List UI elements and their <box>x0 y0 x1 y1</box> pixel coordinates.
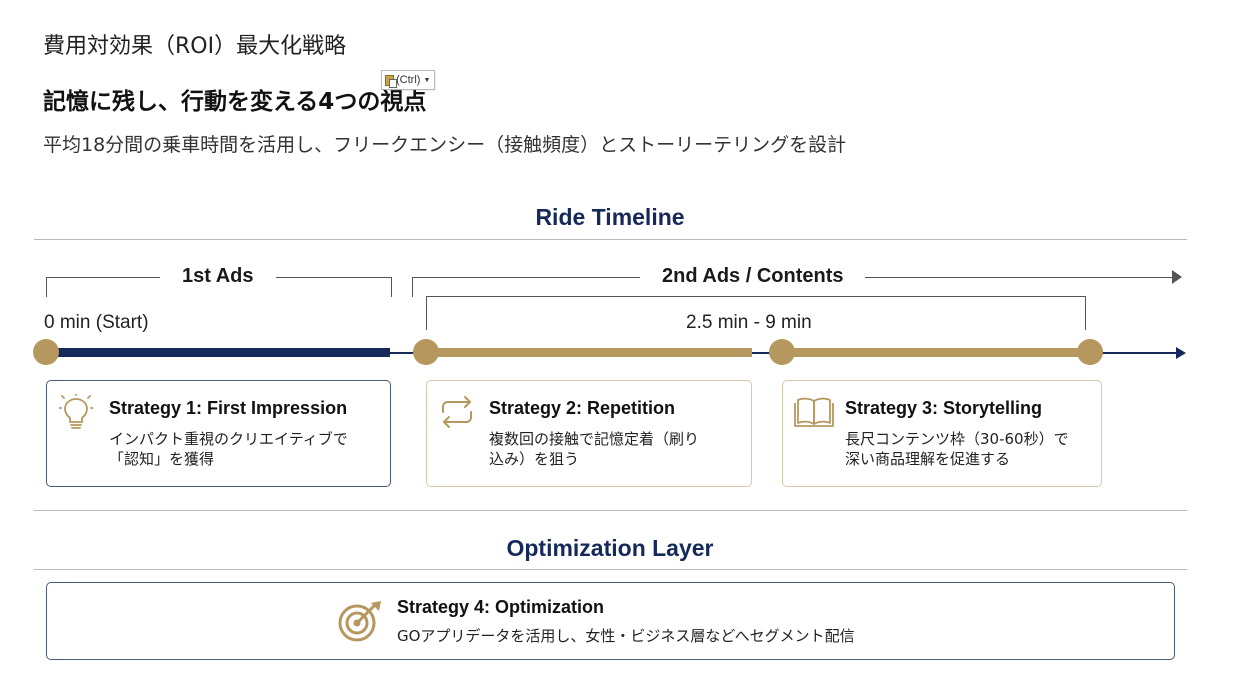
paste-options-button[interactable]: (Ctrl) ▼ <box>381 70 436 90</box>
description-line: 「認知」を獲得 <box>109 450 215 468</box>
timeline-segment-first <box>46 348 390 357</box>
strategy-description: インパクト重視のクリエイティブで 「認知」を獲得 <box>109 429 348 469</box>
timeline-marker <box>1077 339 1103 365</box>
timeline-arrow-icon <box>1176 347 1186 359</box>
target-icon <box>338 601 381 642</box>
description-line: 長尺コンテンツ枠（30-60秒）で <box>845 430 1069 448</box>
divider <box>34 239 1187 240</box>
strategy-card-3: Strategy 3: Storytelling 長尺コンテンツ枠（30-60秒… <box>782 380 1102 487</box>
open-book-icon <box>794 397 834 427</box>
paste-options-label: (Ctrl) <box>396 74 421 86</box>
description-line: 複数回の接触で記憶定着（刷り <box>489 430 700 448</box>
first-ads-label: 1st Ads <box>160 265 276 288</box>
divider <box>34 569 1187 570</box>
timeline-connector <box>752 352 782 354</box>
timeline-marker <box>33 339 59 365</box>
range-bracket <box>426 296 1086 330</box>
strategy-description: GOアプリデータを活用し、女性・ビジネス層などへセグメント配信 <box>397 627 855 645</box>
repeat-icon <box>442 396 472 428</box>
timeline-segment-second <box>426 348 752 357</box>
range-time-label: 2.5 min - 9 min <box>686 312 812 333</box>
strategy-title: Strategy 3: Storytelling <box>845 398 1043 418</box>
strategy-title: Strategy 4: Optimization <box>397 597 605 617</box>
strategy-description: 複数回の接触で記憶定着（刷り 込み）を狙う <box>489 429 699 469</box>
clipboard-icon <box>385 74 397 88</box>
strategy-title: Strategy 2: Repetition <box>489 398 676 418</box>
divider <box>34 510 1187 511</box>
timeline-connector <box>1090 352 1176 354</box>
strategy-card-4: Strategy 4: Optimization GOアプリデータを活用し、女性… <box>46 582 1175 660</box>
timeline-section-title: Ride Timeline <box>535 204 685 230</box>
strategy-card-2: Strategy 2: Repetition 複数回の接触で記憶定着（刷り 込み… <box>426 380 752 487</box>
slide-subtitle: 平均18分間の乗車時間を活用し、フリークエンシー（接触頻度）とストーリーテリング… <box>43 134 847 156</box>
second-ads-label: 2nd Ads / Contents <box>640 265 866 288</box>
bracket-arrow-icon <box>1172 270 1182 284</box>
timeline-connector <box>390 352 426 354</box>
description-line: 込み）を狙う <box>489 450 580 468</box>
strategy-title: Strategy 1: First Impression <box>109 398 348 418</box>
timeline-marker <box>769 339 795 365</box>
strategy-card-1: Strategy 1: First Impression インパクト重視のクリエ… <box>46 380 391 487</box>
lightbulb-icon <box>59 394 93 429</box>
timeline-marker <box>413 339 439 365</box>
chevron-down-icon: ▼ <box>423 76 431 84</box>
timeline-segment-third <box>782 348 1090 357</box>
optimization-section-title: Optimization Layer <box>506 535 714 561</box>
description-line: インパクト重視のクリエイティブで <box>109 430 348 448</box>
page-title: 費用対効果（ROI）最大化戦略 <box>43 34 347 59</box>
description-line: 深い商品理解を促進する <box>845 450 1011 468</box>
slide-heading: 記憶に残し、行動を変える4つの視点 <box>43 89 427 115</box>
start-time-label: 0 min (Start) <box>44 312 149 333</box>
strategy-description: 長尺コンテンツ枠（30-60秒）で 深い商品理解を促進する <box>845 429 1069 469</box>
